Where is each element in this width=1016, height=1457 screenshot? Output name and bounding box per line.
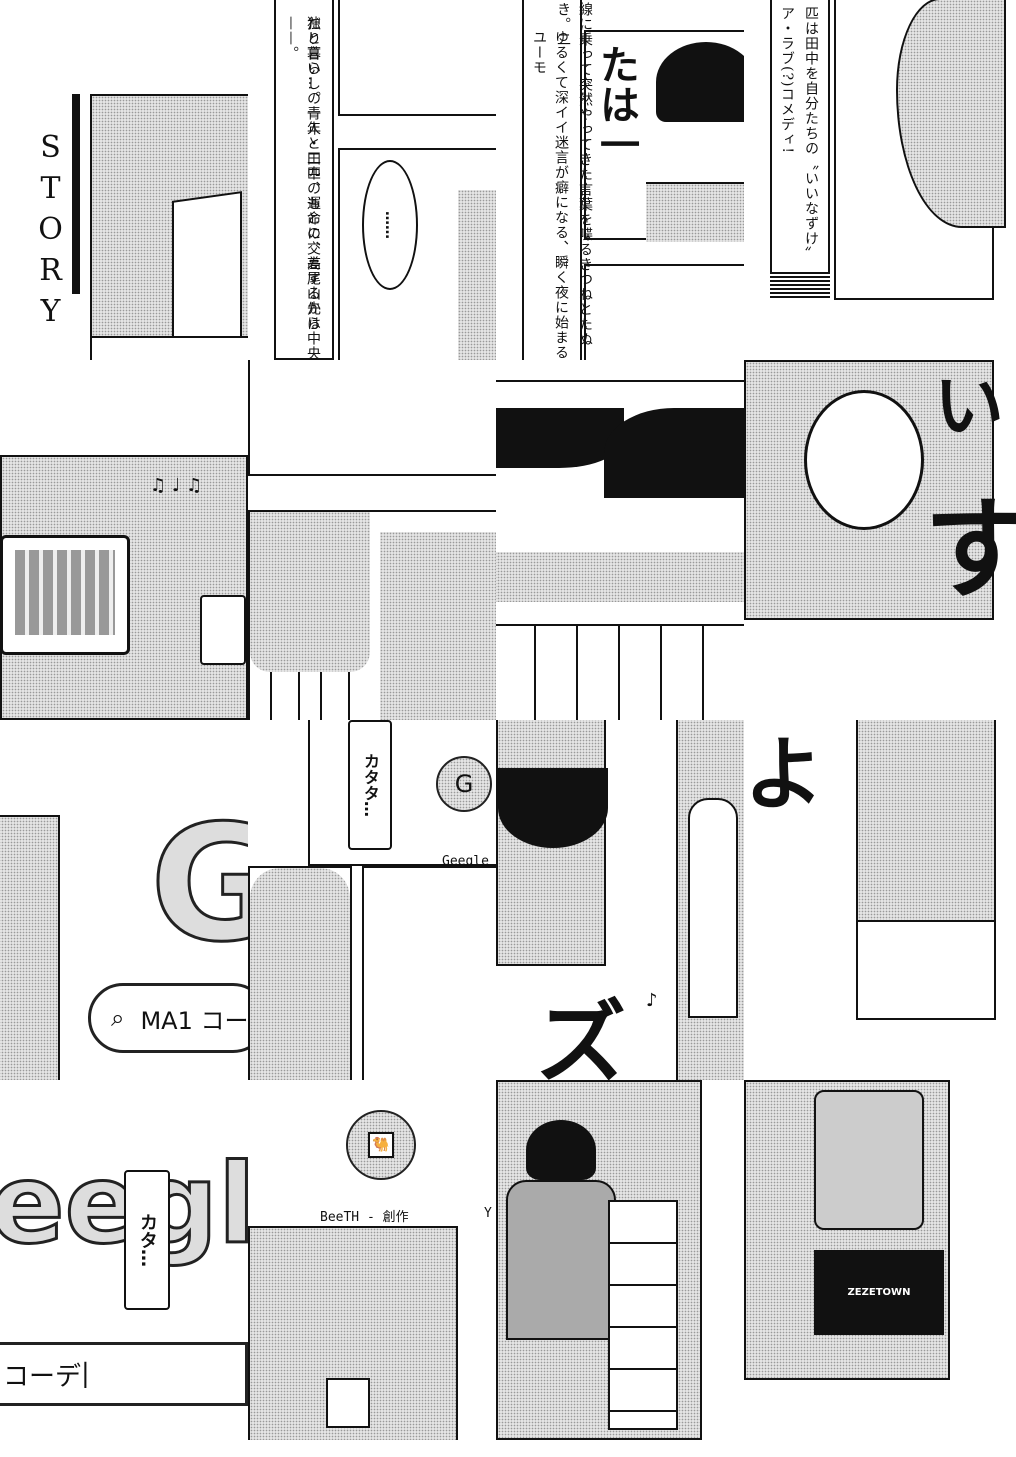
room-panel: ……: [338, 148, 496, 360]
site-label: BeeTH - 創作: [320, 1210, 409, 1225]
panel-faces: [496, 360, 744, 720]
leaf-panel: [834, 0, 1006, 300]
search-box-large[interactable]: コーデ|: [0, 1342, 248, 1406]
cardboard-box: ZEZETOWN: [814, 1250, 944, 1335]
character-panel: たは一: [584, 30, 744, 242]
camel-icon: 🐫: [368, 1132, 394, 1158]
panel-beeth: 🐫 BeeTH - 創作 Y: [248, 1080, 496, 1440]
box-brand-label: ZEZETOWN: [847, 1287, 911, 1298]
clock-icon: [326, 1378, 370, 1428]
tablet-panel: [338, 0, 496, 116]
panel-mask: い す: [744, 360, 1016, 660]
desk-illustration: [90, 94, 248, 360]
logo-letter: G: [148, 789, 248, 979]
sfx-zu: ズ: [536, 991, 626, 1080]
laptop-icon: [0, 535, 130, 655]
panel-room: よ: [744, 720, 1016, 1020]
speech-bubble: カタ…: [124, 1170, 170, 1310]
story-heading: STORY: [33, 130, 68, 335]
laptop-icon: [172, 191, 242, 351]
sfx-su: す: [924, 486, 1016, 614]
panel-mirror: ズ ♪: [496, 720, 744, 1080]
music-notes: ♫ ♩ ♫: [150, 475, 203, 496]
search-box[interactable]: ⌕ MA1 コーデ: [88, 983, 248, 1053]
panel-legs: [248, 360, 496, 720]
search-input[interactable]: コーデ: [3, 1361, 82, 1392]
story-text-line: ゆるくて深イイ迷言が癖になる、瞬く夜に始まるユーモ: [531, 30, 569, 360]
search-icon: ⌕: [111, 1004, 125, 1032]
beeth-icon[interactable]: 🐫: [346, 1110, 416, 1180]
site-label: Geegle: [442, 854, 489, 869]
panel-story: STORY: [0, 0, 248, 360]
panel-laptop: ♫ ♩ ♫: [0, 455, 248, 720]
sfx-yo: よ: [744, 728, 824, 821]
music-note: ♪: [646, 990, 658, 1011]
panel-story-text-1: 独り暮らしの青年・田中のもとに、高尾山から中央 だと言い…。一人と二匹、運命の交…: [248, 0, 496, 360]
story-text-line: だと言い…。一人と二匹、運命の交差する先は——。: [283, 16, 321, 331]
panel-geegle: eegl カタ… コーデ|: [0, 1080, 248, 1440]
speech-bubble: カタタ…: [348, 720, 392, 850]
search-input[interactable]: MA1 コーデ: [140, 1006, 248, 1035]
panel-search: G ⌕ MA1 コーデ: [0, 720, 248, 1080]
speech-bubble: ……: [362, 160, 418, 290]
story-text-line: 独り暮らしの青年・田中のもとに、高尾山から中央: [305, 16, 321, 360]
story-text-line: ア・ラブ(?)コメディ!: [779, 6, 795, 155]
sfx-i: い: [934, 365, 1004, 447]
divider: [72, 94, 80, 294]
story-text-line: 匹は田中を自分たちの〝いいなずけ〟: [803, 6, 819, 261]
panel-story-text-3: 匹は田中を自分たちの〝いいなずけ〟 ア・ラブ(?)コメディ!: [744, 0, 1016, 360]
geegle-icon[interactable]: G: [436, 756, 492, 812]
mug-icon: [200, 595, 246, 665]
site-label: Y: [484, 1206, 492, 1221]
hair: [656, 42, 744, 122]
panel-typing: カタタ… G Geegle: [248, 720, 496, 1080]
panel-box: ZEZETOWN: [744, 1080, 950, 1380]
sfx-tahaa: たは一: [593, 44, 639, 164]
panel-story-text-2: 線に乗って突然やってきた言葉を喋るきつねとたぬき。二 ゆるくて深イイ迷言が癖にな…: [496, 0, 744, 360]
panel-back-view: [496, 1080, 702, 1440]
